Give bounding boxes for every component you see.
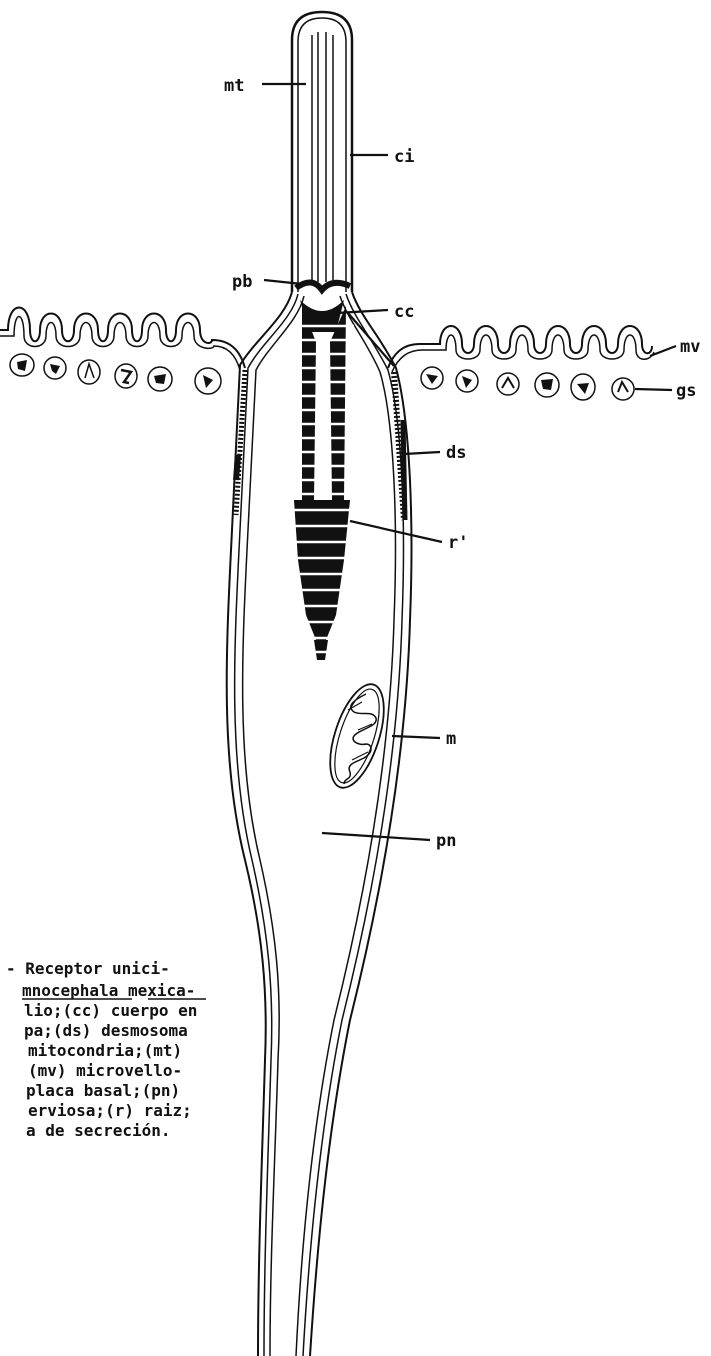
caption-line-9: a de secreción. bbox=[26, 1121, 171, 1140]
caption-line-4: pa;(ds) desmosoma bbox=[24, 1021, 188, 1040]
secretory-granules-right bbox=[421, 367, 634, 400]
caption-line-3: lio;(cc) cuerpo en bbox=[24, 1001, 197, 1020]
label-pn: pn bbox=[436, 831, 456, 851]
pointer-m bbox=[392, 736, 440, 738]
pointer-gs bbox=[635, 389, 672, 390]
pointer-lines bbox=[262, 84, 676, 840]
basal-plate bbox=[296, 282, 350, 290]
label-gs: gs bbox=[676, 381, 696, 401]
label-r: r' bbox=[448, 533, 468, 553]
epithelium-right bbox=[388, 326, 654, 372]
caption-line-8: erviosa;(r) raiz; bbox=[28, 1101, 192, 1120]
figure-caption: - Receptor unici- mnocephala mexica- lio… bbox=[6, 959, 206, 1140]
label-ds: ds bbox=[446, 443, 466, 463]
label-ci: ci bbox=[394, 147, 414, 167]
caption-line-5: mitocondria;(mt) bbox=[28, 1041, 182, 1060]
secretory-granules-left bbox=[10, 354, 221, 394]
pointer-ds bbox=[404, 452, 440, 454]
caption-line-2: mnocephala mexica- bbox=[22, 981, 195, 1000]
caption-line-1: - Receptor unici- bbox=[6, 959, 170, 978]
pointer-cc bbox=[336, 310, 388, 313]
pointer-pb bbox=[264, 280, 302, 284]
pointer-mv bbox=[650, 346, 676, 356]
epithelium-left bbox=[0, 308, 245, 371]
label-pb: pb bbox=[232, 272, 252, 292]
label-mv: mv bbox=[680, 337, 700, 357]
label-mt: mt bbox=[224, 76, 244, 96]
label-cc: cc bbox=[394, 302, 414, 322]
cilium bbox=[292, 12, 352, 292]
pointer-cc-diagonal bbox=[348, 313, 394, 366]
caption-line-7: placa basal;(pn) bbox=[26, 1081, 180, 1100]
caption-line-6: (mv) microvello- bbox=[28, 1061, 182, 1080]
mitochondrion bbox=[319, 678, 394, 794]
pointer-pn bbox=[322, 833, 430, 840]
label-m: m bbox=[446, 729, 456, 749]
